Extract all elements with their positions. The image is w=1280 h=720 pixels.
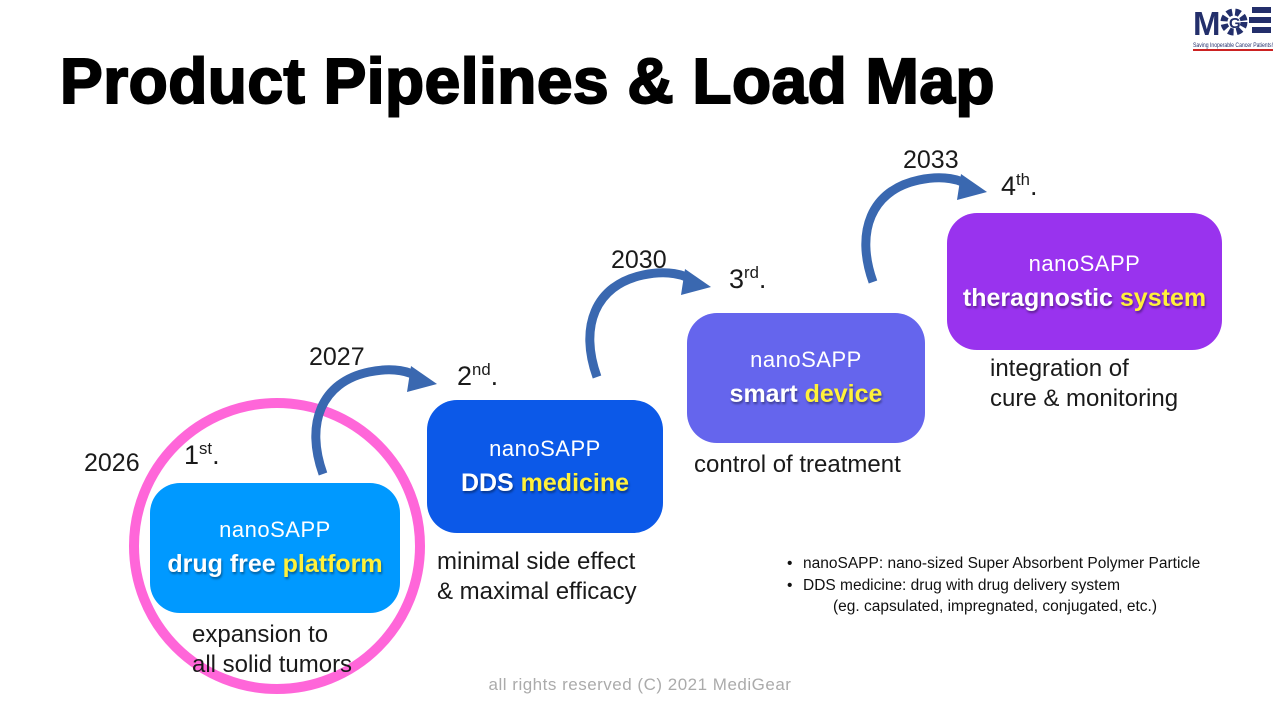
logo-tagline: Saving Inoperable Cancer Patients!	[1193, 42, 1273, 49]
stage1-year: 2026	[84, 449, 140, 477]
bullet-icon: •	[787, 576, 793, 594]
product-name: nanoSAPP	[750, 347, 862, 372]
stage1-ordinal: 1st.	[184, 439, 220, 470]
logo-monogram-m: M	[1193, 6, 1221, 42]
arrow-2027-icon	[311, 365, 437, 476]
product-name: nanoSAPP	[489, 435, 601, 461]
product-name: nanoSAPP	[219, 517, 331, 542]
footnote-item: • DDS medicine: drug with drug delivery …	[787, 575, 1200, 597]
product-name: nanoSAPP	[1028, 250, 1141, 276]
bullet-icon: •	[787, 555, 793, 572]
logo-monogram-g: G	[1229, 15, 1241, 32]
company-logo: M G Saving Inoperable Cancer Patients!	[1193, 6, 1273, 51]
product-type: drug free platform	[167, 550, 383, 578]
page-title: Product Pipelines & Load Map	[59, 44, 996, 118]
arrow-2030-icon	[585, 268, 711, 379]
stage2-product-box: nanoSAPP DDS medicine	[427, 400, 663, 533]
stage3-caption: control of treatment	[694, 451, 901, 478]
stage1-caption: expansion to all solid tumors	[192, 621, 353, 678]
stage2-year: 2027	[309, 343, 365, 371]
gear-bars-icon	[1249, 7, 1271, 33]
stage3-ordinal: 3rd.	[729, 263, 767, 294]
stage1-product-box: nanoSAPP drug free platform	[150, 483, 400, 613]
product-type: DDS medicine	[460, 468, 630, 497]
stage4-ordinal: 4th.	[1001, 170, 1038, 201]
stage4-product-box: nanoSAPP theragnostic system	[947, 213, 1222, 350]
footnote-indent-line: (eg. capsulated, impregnated, conjugated…	[833, 598, 1157, 615]
stage3-product-box: nanoSAPP smart device	[687, 313, 925, 443]
stage4-year: 2033	[903, 146, 959, 174]
stage4-caption: integration of cure & monitoring	[990, 355, 1179, 412]
stage2-ordinal: 2nd.	[457, 360, 499, 391]
footnotes: • nanoSAPP: nano-sized Super Absorbent P…	[787, 553, 1200, 618]
product-type: smart device	[729, 380, 883, 408]
product-type: theragnostic system	[962, 283, 1207, 312]
highlight-circle	[129, 398, 425, 694]
arrow-2033-icon	[861, 173, 987, 284]
footnote-item: • nanoSAPP: nano-sized Super Absorbent P…	[787, 553, 1200, 575]
copyright-footer: all rights reserved (C) 2021 MediGear	[488, 675, 792, 694]
stage2-caption: minimal side effect & maximal efficacy	[437, 548, 637, 605]
gear-icon	[1220, 8, 1248, 36]
logo-underline	[1193, 49, 1273, 51]
